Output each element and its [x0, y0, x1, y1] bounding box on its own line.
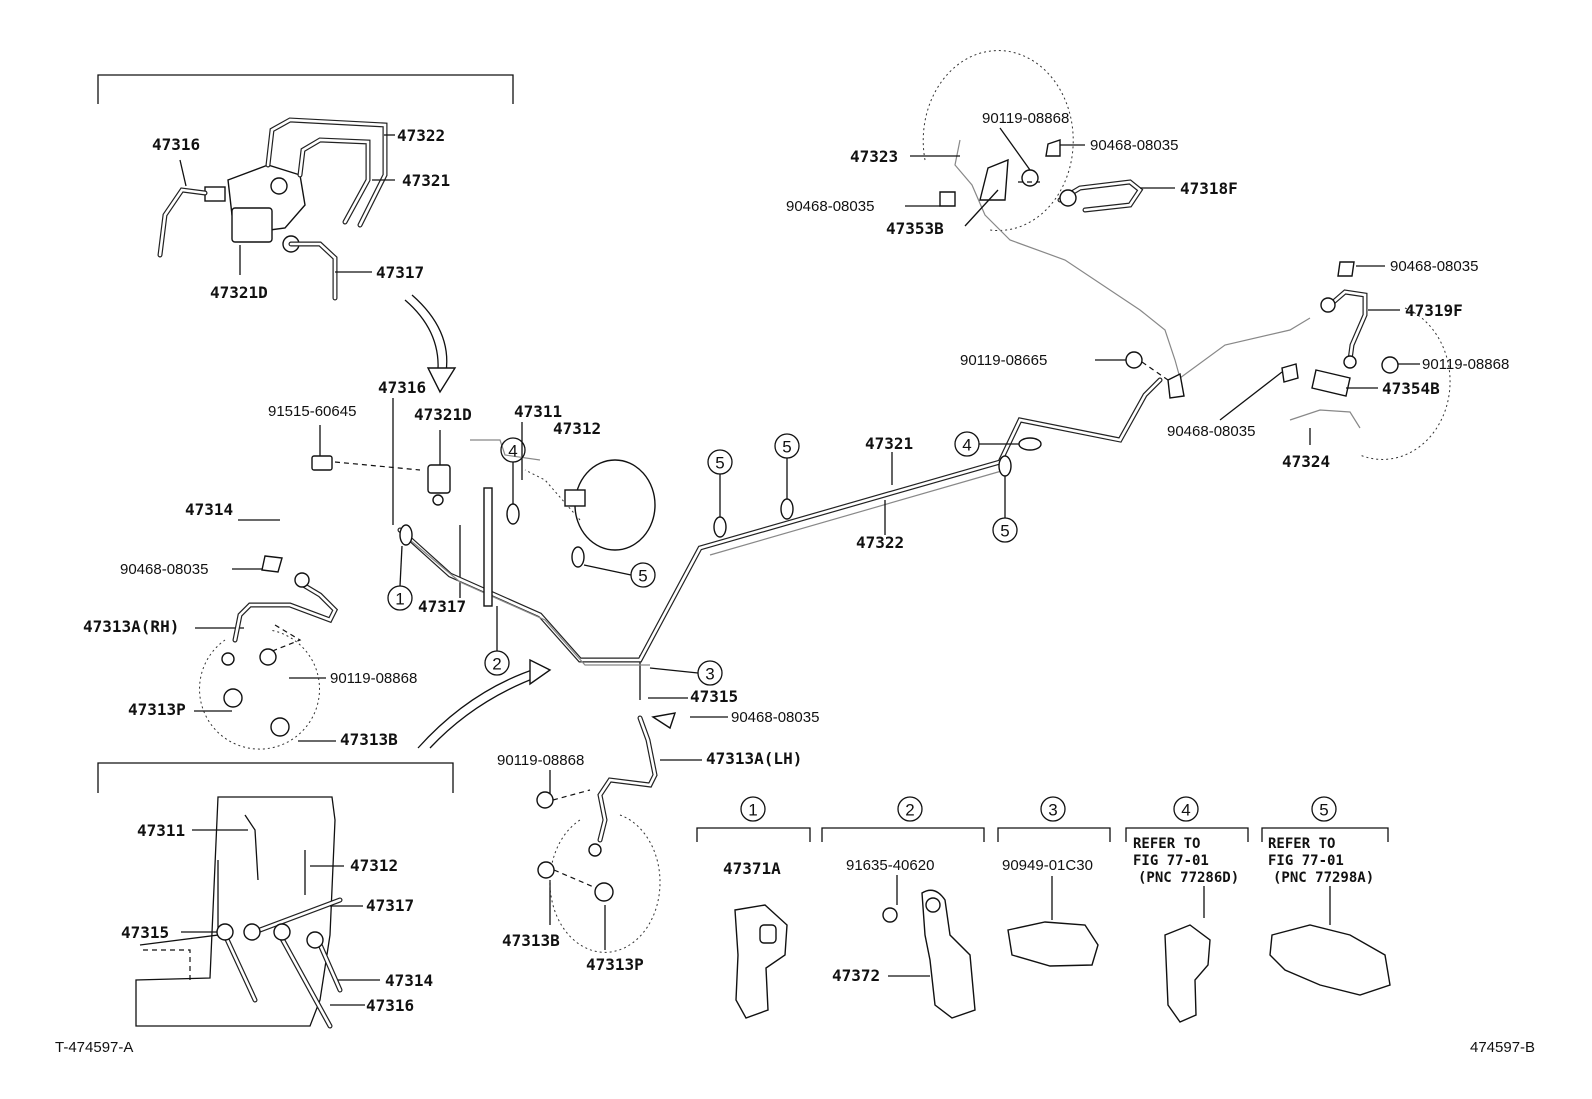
label-47321d-top: 47321D: [210, 283, 268, 302]
label-47316-top: 47316: [152, 135, 200, 154]
label-47318f: 47318F: [1180, 179, 1238, 198]
callout-4-main-a: 4: [500, 437, 526, 525]
label-47353b: 47353B: [886, 219, 944, 238]
callout-5-main-c: 5: [774, 433, 800, 520]
label-47313p-lower: 47313P: [586, 955, 644, 974]
label-47321-top: 47321: [402, 171, 450, 190]
svg-text:2: 2: [492, 655, 501, 674]
label-47317-top: 47317: [376, 263, 424, 282]
clamp-5-note-1: REFER TO: [1268, 836, 1335, 852]
label-47313a-lh: 47313A(LH): [706, 749, 802, 768]
callout-1-main: 1: [387, 524, 413, 611]
label-47321d-mid: 47321D: [414, 405, 472, 424]
svg-text:5: 5: [1000, 522, 1009, 541]
callout-3-main: 3: [649, 660, 723, 686]
label-47311-inset: 47311: [137, 821, 185, 840]
label-47315-inset: 47315: [121, 923, 169, 942]
clamp-1: 1 47371A: [696, 796, 811, 1019]
clamp-2-bolt-part: 91635-40620: [846, 857, 934, 874]
svg-text:4: 4: [508, 442, 517, 461]
label-47317-mid: 47317: [418, 597, 466, 616]
callout-5-main-d: 5: [992, 455, 1018, 543]
label-47314-mid: 47314: [185, 500, 233, 519]
label-90119-left: 90119-08868: [330, 670, 417, 687]
label-90468-r2: 90468-08035: [1167, 423, 1255, 440]
clamp-legend: 1 47371A 2 91635-40620 47372 3 90949-01C…: [696, 796, 1391, 1023]
svg-text:5: 5: [715, 454, 724, 473]
callout-2-main: 2: [484, 606, 510, 676]
label-47323: 47323: [850, 147, 898, 166]
clamp-3-part: 90949-01C30: [1002, 857, 1093, 874]
label-47312-mid: 47312: [553, 419, 601, 438]
svg-text:1: 1: [748, 801, 757, 820]
label-47319f: 47319F: [1405, 301, 1463, 320]
label-47313p-left: 47313P: [128, 700, 186, 719]
label-47311-mid: 47311: [514, 402, 562, 421]
label-90119-08665: 90119-08665: [960, 352, 1047, 369]
rear-brake-upper: 47323 90119-08868 90468-08035 47318F 904…: [786, 50, 1509, 471]
callout-4-main-b: 4: [954, 431, 1042, 457]
label-47316-mid: 47316: [378, 378, 426, 397]
callout-5-main-a: 5: [571, 546, 656, 588]
svg-text:4: 4: [962, 436, 971, 455]
label-90468-r1: 90468-08035: [1390, 258, 1478, 275]
label-47313b-lower: 47313B: [502, 931, 560, 950]
label-90119-tr: 90119-08868: [982, 110, 1069, 127]
label-47322-top: 47322: [397, 126, 445, 145]
clamp-5-note-3: (PNC 77298A): [1273, 870, 1374, 886]
callouts-main: 1 2 3 4 5 5 5: [387, 431, 1042, 686]
label-47312-inset: 47312: [350, 856, 398, 875]
clamp-2-part: 47372: [832, 966, 880, 985]
clamp-5-note-2: FIG 77-01: [1268, 853, 1344, 869]
label-47354b: 47354B: [1382, 379, 1440, 398]
label-90468-mid: 90468-08035: [731, 709, 819, 726]
label-90468-tr1: 90468-08035: [1090, 137, 1178, 154]
label-90119-lower: 90119-08868: [497, 752, 584, 769]
clamp-4: 4 REFER TO FIG 77-01 (PNC 77286D): [1125, 796, 1249, 1023]
label-90468-tr2: 90468-08035: [786, 198, 874, 215]
svg-text:5: 5: [638, 567, 647, 586]
bottom-inset-frame: 47311 47312 47317 47315 47314 47316: [97, 762, 454, 1029]
clamp-5: 5 REFER TO FIG 77-01 (PNC 77298A): [1261, 796, 1391, 996]
svg-text:5: 5: [782, 438, 791, 457]
footer-right-code: 474597-B: [1470, 1039, 1535, 1056]
middle-left-assembly: 47316 91515-60645 47321D 47311 47312 473…: [83, 377, 1163, 974]
label-47316-inset: 47316: [366, 996, 414, 1015]
callout-5-main-b: 5: [707, 449, 733, 538]
label-47322-main: 47322: [856, 533, 904, 552]
label-47321-main: 47321: [865, 434, 913, 453]
clamp-1-part: 47371A: [723, 859, 781, 878]
clamp-4-note-2: FIG 77-01: [1133, 853, 1209, 869]
footer-left-code: T-474597-A: [55, 1039, 133, 1056]
label-47314-inset: 47314: [385, 971, 433, 990]
svg-text:1: 1: [395, 590, 404, 609]
label-90119-r: 90119-08868: [1422, 356, 1509, 373]
label-47313a-rh: 47313A(RH): [83, 617, 179, 636]
svg-text:3: 3: [705, 665, 714, 684]
clamp-4-note-1: REFER TO: [1133, 836, 1200, 852]
label-47317-inset: 47317: [366, 896, 414, 915]
label-47315-mid: 47315: [690, 687, 738, 706]
clamp-4-note-3: (PNC 77286D): [1138, 870, 1239, 886]
label-91515: 91515-60645: [268, 403, 356, 420]
label-90468-left: 90468-08035: [120, 561, 208, 578]
label-47313b-left: 47313B: [340, 730, 398, 749]
label-47324: 47324: [1282, 452, 1330, 471]
clamp-3: 3 90949-01C30: [997, 796, 1111, 967]
svg-text:5: 5: [1319, 801, 1328, 820]
clamp-2: 2 91635-40620 47372: [821, 796, 985, 1019]
top-detail-frame: 47316 47322 47321 47317 47321D: [97, 74, 514, 394]
svg-text:3: 3: [1048, 801, 1057, 820]
svg-text:2: 2: [905, 801, 914, 820]
svg-text:4: 4: [1181, 801, 1190, 820]
